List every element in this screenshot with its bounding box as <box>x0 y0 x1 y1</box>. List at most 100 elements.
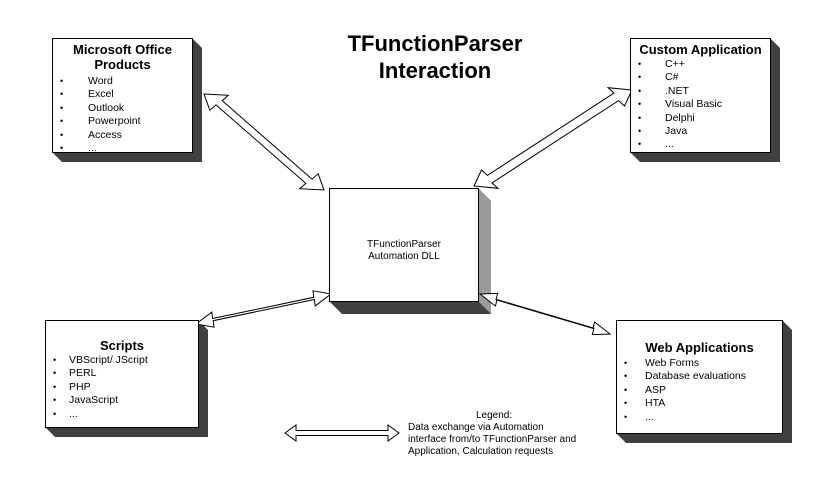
list-item-label: PERL <box>69 367 97 380</box>
bullet-glyph: • <box>53 381 57 392</box>
list-item: • C# <box>638 71 770 84</box>
list-item: • VBScript/ JScript <box>53 354 198 367</box>
list-item-label: Word <box>88 75 113 87</box>
list-item-label: Delphi <box>665 111 695 124</box>
list-item-label: Powerpoint <box>88 115 141 128</box>
list-item-label: Java <box>665 125 688 138</box>
bullet-glyph: • <box>638 59 642 69</box>
bullet-glyph: • <box>638 99 642 110</box>
legend-title: Legend: <box>476 410 513 421</box>
list-item: • Delphi <box>638 112 770 125</box>
office-box: Microsoft Office Products • Word • Excel •… <box>52 38 193 155</box>
list-item: • JavaScript <box>53 394 198 407</box>
arrow-scripts-to-dll <box>194 290 333 328</box>
list-item: • HTA <box>624 397 782 410</box>
list-item-label: HTA <box>645 397 666 410</box>
list-item-label: PHP <box>69 380 91 393</box>
list-item: • Visual Basic <box>638 98 770 111</box>
list-item: • C++ <box>638 58 770 71</box>
scripts-list: • VBScript/ JScript • PERL • PHP • JavaScrip… <box>53 354 198 421</box>
list-item-label: ... <box>69 407 78 420</box>
legend-line3: Application, Calculation requests <box>408 446 554 457</box>
web-list: • Web Forms • Database evaluations • ASP • H… <box>624 357 782 424</box>
list-item: •... <box>638 138 770 151</box>
arrow-office-to-dll <box>203 93 325 191</box>
bullet-glyph: • <box>60 129 64 140</box>
legend-description: Data exchange via Automation interface f… <box>408 422 638 458</box>
bullet-glyph: • <box>624 384 628 395</box>
list-item-label: Web Forms <box>645 357 700 369</box>
diagram-title-line2: Interaction <box>378 58 492 83</box>
bullet-glyph: • <box>638 126 642 137</box>
diagram-title-line1: TFunctionParser <box>347 31 523 56</box>
list-item: • .NET <box>638 85 770 98</box>
diagram-title: TFunctionParser Interaction <box>300 30 570 84</box>
list-item: • Powerpoint <box>60 115 192 128</box>
list-item-label: VBScript/ JScript <box>69 354 148 366</box>
office-title-line2: Products <box>94 57 151 72</box>
list-item-label: Visual Basic <box>665 98 723 111</box>
list-item-label: .NET <box>665 84 689 97</box>
custom-list: • C++ • C# • .NET • Visual Basic • Delphi • Ja… <box>638 58 770 152</box>
automation-dll-box: TFunctionParser Automation DLL <box>329 188 479 302</box>
list-item: • Web Forms <box>624 357 782 370</box>
bullet-glyph: • <box>60 143 64 154</box>
arrow-custom-to-dll <box>473 87 633 189</box>
bullet-glyph: • <box>624 358 628 368</box>
custom-box-title: Custom Application <box>639 42 762 57</box>
bullet-glyph: • <box>638 112 642 123</box>
list-item: •... <box>60 142 192 155</box>
list-item: • Database evaluations <box>624 370 782 383</box>
bullet-glyph: • <box>638 72 642 83</box>
web-box: Web Applications • Web Forms • Database ev… <box>616 320 783 434</box>
bullet-glyph: • <box>53 408 57 419</box>
list-item: • PERL <box>53 367 198 380</box>
scripts-box-title: Scripts <box>99 338 145 353</box>
list-item-label: C# <box>665 71 679 84</box>
list-item-label: Outlook <box>88 101 125 114</box>
bullet-glyph: • <box>60 76 64 86</box>
list-item-label: ASP <box>645 383 667 396</box>
automation-dll-label: TFunctionParser Automation DLL <box>330 239 478 263</box>
list-item: • Excel <box>60 88 192 101</box>
legend-line1: Data exchange via Automation <box>408 422 544 433</box>
bullet-glyph: • <box>60 102 64 113</box>
list-item: • ASP <box>624 384 782 397</box>
list-item: • Java <box>638 125 770 138</box>
list-item-label: ... <box>88 142 97 155</box>
automation-dll-line2: Automation DLL <box>368 251 440 262</box>
bullet-glyph: • <box>60 89 64 100</box>
bullet-glyph: • <box>53 355 57 365</box>
bullet-glyph: • <box>624 371 628 382</box>
office-list: • Word • Excel • Outlook • Powerpoint • Acces… <box>60 75 192 155</box>
list-item-label: Database evaluations <box>645 370 746 383</box>
bullet-glyph: • <box>60 116 64 127</box>
list-item: • Outlook <box>60 102 192 115</box>
bullet-glyph: • <box>624 411 628 422</box>
web-box-title: Web Applications <box>645 340 754 355</box>
list-item-label: C++ <box>665 58 685 70</box>
list-item-label: ... <box>645 410 654 423</box>
bullet-glyph: • <box>53 368 57 379</box>
list-item-label: Excel <box>88 88 114 101</box>
bullet-glyph: • <box>53 395 57 406</box>
automation-dll-line1: TFunctionParser <box>367 239 441 250</box>
office-box-title: Microsoft Office Products <box>53 39 192 72</box>
bullet-glyph: • <box>624 398 628 409</box>
list-item: • Word <box>60 75 192 88</box>
legend-line2: interface from/to TFunctionParser and <box>408 434 577 445</box>
list-item: • PHP <box>53 381 198 394</box>
arrow-web-to-dll <box>478 292 612 336</box>
center-box-shadow-highlight <box>478 188 491 314</box>
box-shadow-highlights <box>478 188 491 314</box>
bullet-glyph: • <box>638 85 642 96</box>
office-title-line1: Microsoft Office <box>73 42 172 57</box>
list-item-label: JavaScript <box>69 394 119 407</box>
bullet-glyph: • <box>638 139 642 150</box>
list-item-label: Access <box>88 128 122 141</box>
list-item: •... <box>53 408 198 421</box>
list-item: • Access <box>60 129 192 142</box>
legend-arrow <box>284 424 400 442</box>
list-item: •... <box>624 411 782 424</box>
custom-box: Custom Application • C++ • C# • .NET • Visua… <box>630 38 771 153</box>
